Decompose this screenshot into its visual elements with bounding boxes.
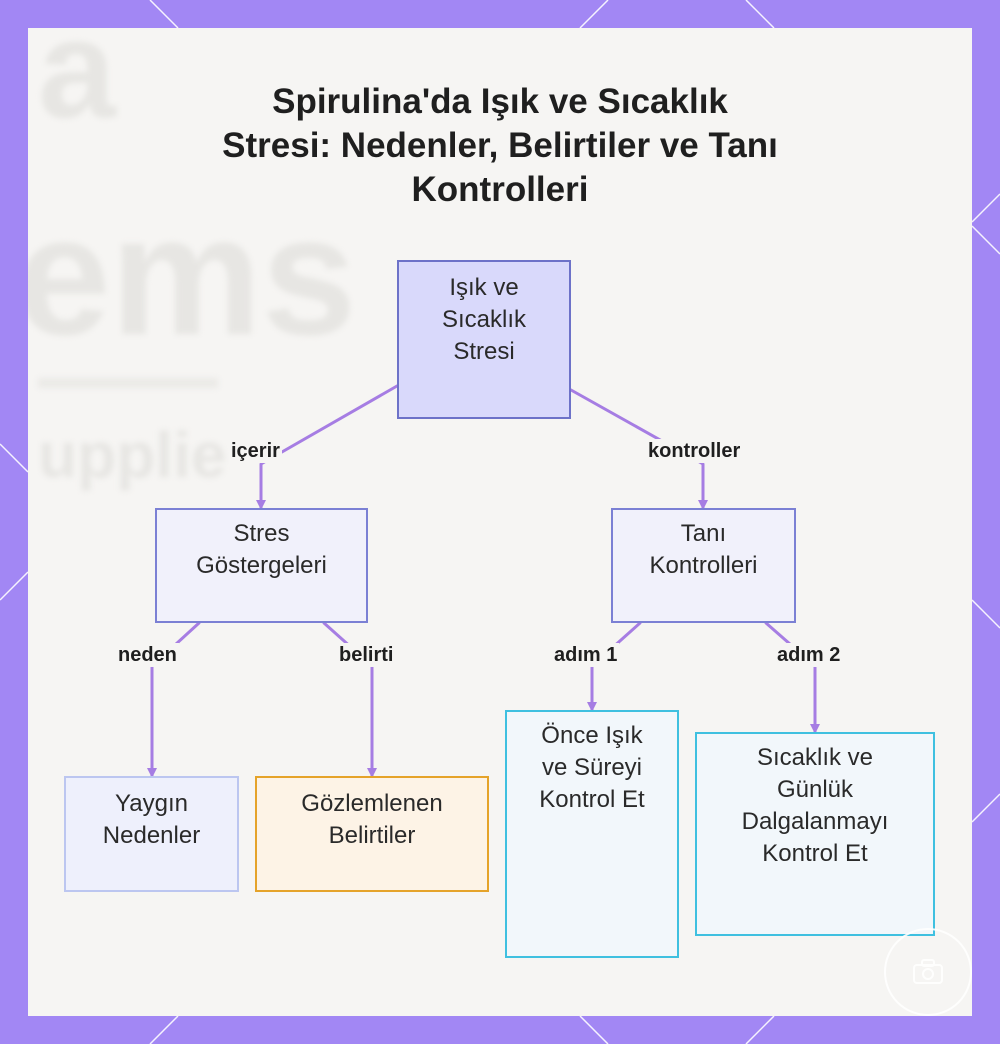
node-label-line: Sıcaklık ve xyxy=(756,744,874,771)
node-label-line: Nedenler xyxy=(102,822,201,849)
node-isik-sicaklik-stresi: Işık ve Sıcaklık Stresi xyxy=(397,260,571,419)
diagram-card: a ems upplie Spirulina'da Işık ve Sıcakl… xyxy=(28,28,972,1016)
title-line: Spirulina'da Işık ve Sıcaklık xyxy=(272,82,728,121)
node-label-line: Günlük xyxy=(776,776,854,803)
node-label-line: Önce Işık xyxy=(541,722,643,749)
camera-icon xyxy=(913,959,943,984)
background-ghost-text: ems xyxy=(28,181,357,371)
node-label-line: Kontrolleri xyxy=(649,552,758,579)
node-label-line: ve Süreyi xyxy=(541,754,643,781)
edge-label-adim-1: adım 1 xyxy=(552,643,620,667)
node-yaygin-nedenler: Yaygın Nedenler xyxy=(64,776,239,892)
node-stres-gostergeleri: Stres Göstergeleri xyxy=(155,508,368,623)
node-label-line: Sıcaklık xyxy=(441,306,527,333)
node-once-isik-sureyi-kontrol: Önce Işık ve Süreyi Kontrol Et xyxy=(505,710,679,958)
background-ghost-text: a xyxy=(38,28,116,147)
edge-tani-to-sicak xyxy=(764,621,817,734)
node-label-line: Yaygın xyxy=(115,790,188,817)
diagram-title: Spirulina'da Işık ve Sıcaklık Stresi: Ne… xyxy=(178,80,822,212)
node-label-line: Stresi xyxy=(453,338,515,365)
node-label-line: Kontrol Et xyxy=(762,840,868,867)
node-label-line: Stres xyxy=(233,520,290,547)
node-tani-kontrolleri: Tanı Kontrolleri xyxy=(611,508,796,623)
node-label-line: Işık ve xyxy=(449,274,519,301)
node-sicaklik-dalgalanma-kontrol: Sıcaklık ve Günlük Dalgalanmayı Kontrol … xyxy=(695,732,935,936)
title-line: Stresi: Nedenler, Belirtiler ve Tanı xyxy=(222,126,778,165)
edge-label-icerir: içerir xyxy=(229,439,282,463)
background-ghost-bar xyxy=(38,378,218,388)
node-label-line: Gözlemlenen xyxy=(301,790,443,817)
node-label-line: Dalgalanmayı xyxy=(741,808,889,835)
background-ghost-text: upplie xyxy=(38,419,227,491)
title-line: Kontrolleri xyxy=(411,170,589,209)
node-label-line: Kontrol Et xyxy=(539,786,645,813)
node-label-line: Tanı xyxy=(680,520,727,547)
edge-root-to-tani xyxy=(569,388,705,510)
edge-label-neden: neden xyxy=(116,643,179,667)
edge-label-belirti: belirti xyxy=(337,643,396,667)
node-label-line: Göstergeleri xyxy=(196,552,327,579)
node-label-line: Belirtiler xyxy=(328,822,416,849)
edge-root-to-stres xyxy=(259,384,399,510)
edge-label-adim-2: adım 2 xyxy=(775,643,843,667)
watermark-logo xyxy=(884,928,972,1016)
node-gozlemlenen-belirtiler: Gözlemlenen Belirtiler xyxy=(255,776,489,892)
edge-label-kontroller: kontroller xyxy=(646,439,743,463)
